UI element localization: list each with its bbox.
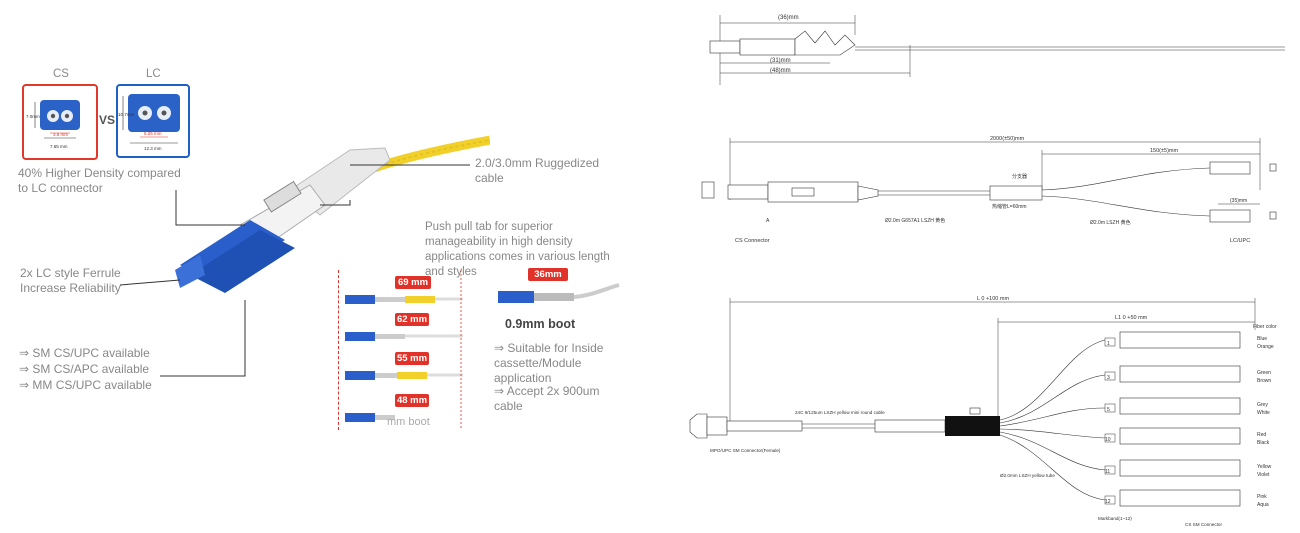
cs-connector-image: 3.8 mm 7.65 mm 7.0mm <box>22 84 98 160</box>
tab-samples-art <box>345 270 463 430</box>
cable-spec: 24C 9/125um LSZH yellow mini round cable <box>795 410 885 415</box>
fiber-row: 10 Red Black <box>1104 427 1270 446</box>
boot-title: 0.9mm boot <box>505 317 576 331</box>
availability-sm-upc: ⇒ SM CS/UPC available <box>19 346 150 360</box>
mpo-label: MPO/UPC SM Connector(Female) <box>710 448 781 453</box>
svg-text:7.0mm: 7.0mm <box>26 114 40 119</box>
svg-text:5: 5 <box>1107 407 1110 413</box>
svg-text:12: 12 <box>1105 499 1111 505</box>
cable-text: 2.0/3.0mm Ruggedized cable <box>475 156 600 185</box>
dim-48: (48)mm <box>770 68 791 74</box>
markband-label: Markband(1~12) <box>1098 516 1132 521</box>
drawing-mid-assembly: 2000(±50)mm 150(±5)mm 分支器 热缩管L=60mm (35)… <box>701 136 1277 244</box>
mid-end-a: A <box>766 218 770 224</box>
boot-note-inside: ⇒ Suitable for Inside cassette/Module ap… <box>494 341 604 385</box>
svg-text:Orange: Orange <box>1257 344 1274 350</box>
shrink-label: 热缩管L=60mm <box>992 203 1027 210</box>
svg-text:Yellow: Yellow <box>1257 464 1272 470</box>
svg-text:Grey: Grey <box>1257 402 1268 408</box>
fiber-color-title: Fiber color <box>1253 324 1277 330</box>
bottom-dim-fanout: L1 0 +50 mm <box>1115 315 1148 321</box>
svg-text:3: 3 <box>1107 375 1110 381</box>
tab-length-62: 62 mm <box>395 313 429 326</box>
fiber-row: 3 Green Brown <box>1104 365 1271 384</box>
svg-text:Green: Green <box>1257 370 1271 376</box>
svg-text:Violet: Violet <box>1257 472 1270 478</box>
drawing-bottom-fanout: L 0 +100 mm L1 0 +50 mm Fiber color 24C … <box>689 296 1277 527</box>
mid-dim-breakout: 150(±5)mm <box>1150 148 1178 154</box>
cs-title: CS <box>53 68 69 80</box>
tab-length-samples: 69 mm 62 mm 55 mm 48 mm mm boot <box>338 270 467 430</box>
mid-dim-35: (35)mm <box>1230 198 1247 204</box>
svg-text:Black: Black <box>1257 440 1270 446</box>
svg-text:11: 11 <box>1105 469 1110 475</box>
mid-dim-total: 2000(±50)mm <box>990 136 1025 142</box>
availability-sm-apc: ⇒ SM CS/APC available <box>19 362 150 376</box>
density-text: 40% Higher Density compared to LC connec… <box>18 166 181 195</box>
splitter-label: 分支器 <box>1012 173 1027 180</box>
fiber-row: 11 Yellow Violet <box>1104 459 1272 478</box>
lc-face-icon: 6.25 mm 12.3 mm 10.7mm <box>118 94 180 151</box>
mid-cs-connector-label: CS Connector <box>735 238 770 244</box>
boot-length-tag: 36mm <box>528 268 568 281</box>
dim-31: (31)mm <box>770 58 791 64</box>
svg-text:Pink: Pink <box>1257 494 1267 500</box>
svg-text:Brown: Brown <box>1257 378 1271 384</box>
tab-length-55: 55 mm <box>395 352 429 365</box>
drawing-top-connector: (36)mm (31)mm (48)mm <box>709 15 1285 85</box>
svg-text:1: 1 <box>1107 341 1110 347</box>
tab-length-48: 48 mm <box>395 394 429 407</box>
svg-text:Blue: Blue <box>1257 336 1267 342</box>
svg-text:6.25 mm: 6.25 mm <box>144 131 162 136</box>
cs-connector-illustration <box>175 135 490 293</box>
dim-36: (36)mm <box>778 15 799 21</box>
tab-length-69: 69 mm <box>395 276 431 289</box>
fiber-row: 5 Grey White <box>1104 397 1270 416</box>
fiber-row: 12 Pink Aqua <box>1104 489 1269 508</box>
cs-sm-label: CS SM Connector <box>1185 522 1222 527</box>
svg-text:10.7mm: 10.7mm <box>118 112 135 117</box>
svg-text:White: White <box>1257 410 1270 416</box>
mid-lc-upc-label: LC/UPC <box>1230 238 1250 244</box>
ferrule-text: 2x LC style Ferrule Increase Reliability <box>20 266 121 295</box>
boot-connector-art <box>498 283 620 303</box>
leader-lines <box>119 164 470 377</box>
bottom-dim-total: L 0 +100 mm <box>977 296 1009 302</box>
svg-text:7.65 mm: 7.65 mm <box>50 144 68 149</box>
mid-cable-label: Ø2.0m G657A1 LSZH 黄色 <box>885 217 945 224</box>
tube-spec: Ø2.0mm LSZH yellow tube <box>1000 473 1055 478</box>
svg-text:10: 10 <box>1105 437 1111 443</box>
vs-label: VS <box>99 113 116 127</box>
cs-face-icon: 3.8 mm 7.65 mm 7.0mm <box>26 100 80 149</box>
boot-note-900um: ⇒ Accept 2x 900um cable <box>494 384 600 413</box>
lc-connector-image: 6.25 mm 12.3 mm 10.7mm <box>116 84 190 158</box>
mid-tube-label: Ø2.0m LSZH 黄色 <box>1090 219 1131 226</box>
pushpull-text: Push pull tab for superior manageability… <box>425 221 610 278</box>
fiber-row: 1 Blue Orange <box>1104 331 1274 350</box>
availability-mm-upc: ⇒ MM CS/UPC available <box>19 378 152 392</box>
svg-text:12.3 mm: 12.3 mm <box>144 146 162 151</box>
mm-boot-caption: mm boot <box>387 416 430 428</box>
lc-title: LC <box>146 68 161 80</box>
svg-text:3.8 mm: 3.8 mm <box>53 132 68 137</box>
svg-text:Red: Red <box>1257 432 1266 438</box>
svg-text:Aqua: Aqua <box>1257 502 1269 508</box>
